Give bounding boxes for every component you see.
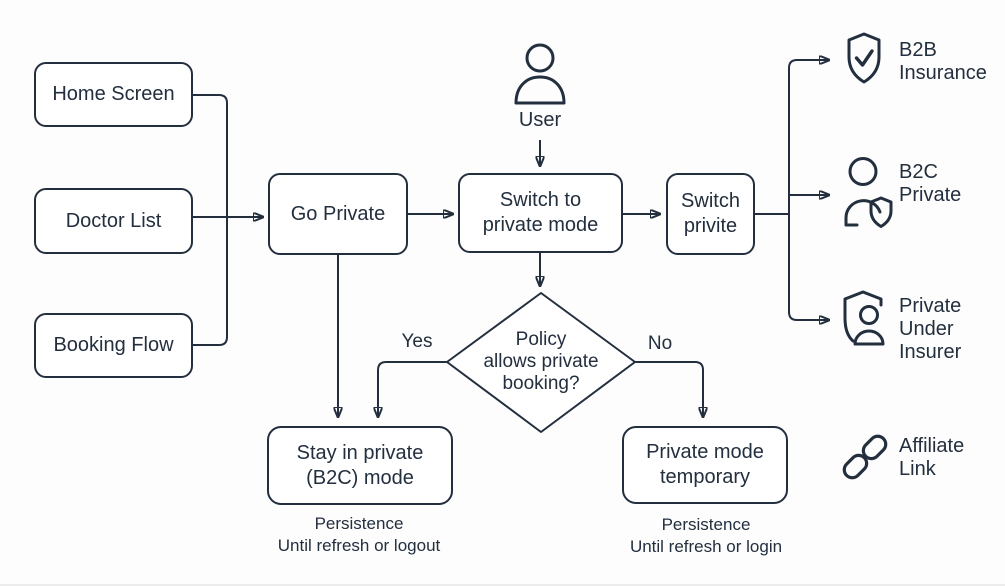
outcome-affiliate-line2: Link (899, 458, 936, 480)
node-doctor-list-label: Doctor List (65, 209, 162, 232)
node-go-private-label: Go Private (290, 202, 386, 225)
node-home-screen: Home Screen (34, 62, 193, 127)
node-temp-line1: Private mode (646, 441, 764, 463)
node-switch-line1: Switch to (499, 189, 582, 211)
outcome-private-under-insurer: Private Under Insurer (899, 295, 961, 364)
shield-check-icon (845, 32, 883, 84)
outcome-under-line3: Insurer (899, 341, 962, 363)
caption-persistence-left: Persistence Until refresh or logout (253, 513, 465, 557)
node-switch-to-private-mode: Switch to private mode (458, 173, 623, 253)
outcome-under-line1: Private (899, 295, 962, 317)
bottom-edge-divider (0, 584, 1005, 586)
decision-line2: allows private (483, 351, 599, 372)
node-go-private: Go Private (268, 173, 408, 255)
node-stay-in-private: Stay in private (B2C) mode (267, 426, 453, 505)
node-temp-line2: temporary (659, 466, 751, 488)
edge-booking-to-junction (193, 217, 228, 346)
node-stay-line1: Stay in private (296, 441, 424, 464)
person-shield-icon (843, 155, 893, 232)
node-booking-flow-label: Booking Flow (53, 334, 174, 356)
node-switch-privite-line2: privite (683, 215, 738, 237)
decision-line3: booking? (502, 373, 580, 394)
decision-text: Policy allows private booking? (447, 329, 635, 395)
chain-link-icon (842, 430, 888, 484)
caption-right-line2: Until refresh or login (629, 537, 783, 556)
shield-person-icon (840, 290, 890, 348)
edge-label-yes: Yes (401, 331, 433, 352)
node-home-screen-label: Home Screen (52, 83, 175, 105)
edge-label-no: No (647, 333, 673, 354)
edge-decision-no (635, 361, 703, 417)
node-switch-privite: Switch privite (666, 173, 755, 255)
outcome-b2c-line2: Private (899, 184, 962, 206)
outcome-under-line2: Under (899, 318, 954, 340)
node-booking-flow: Booking Flow (34, 313, 193, 378)
outcome-affiliate-link: Affiliate Link (899, 435, 964, 481)
edge-branch-trunk (788, 59, 798, 321)
outcome-b2c-private: B2C Private (899, 161, 961, 207)
outcome-b2b-insurance: B2B Insurance (899, 39, 987, 85)
outcome-b2b-line2: Insurance (899, 62, 987, 84)
decision-diamond (446, 292, 636, 433)
caption-persistence-right: Persistence Until refresh or login (600, 514, 812, 558)
decision-line1: Policy (515, 329, 567, 350)
node-stay-line2: (B2C) mode (306, 466, 414, 489)
node-private-mode-temporary: Private mode temporary (622, 426, 788, 504)
outcome-b2c-line1: B2C (899, 161, 938, 183)
node-doctor-list: Doctor List (34, 188, 193, 254)
edge-home-to-junction (193, 94, 228, 217)
node-switch-privite-line1: Switch (681, 190, 740, 212)
node-switch-line2: private mode (482, 214, 599, 236)
caption-left-line2: Until refresh or logout (277, 536, 441, 555)
outcome-b2b-line1: B2B (899, 39, 937, 61)
caption-left-line1: Persistence (314, 514, 404, 533)
user-label: User (518, 109, 562, 131)
caption-right-line1: Persistence (661, 515, 751, 534)
edge-decision-yes (378, 361, 447, 417)
user-icon (512, 42, 568, 106)
outcome-affiliate-line1: Affiliate (899, 435, 965, 457)
